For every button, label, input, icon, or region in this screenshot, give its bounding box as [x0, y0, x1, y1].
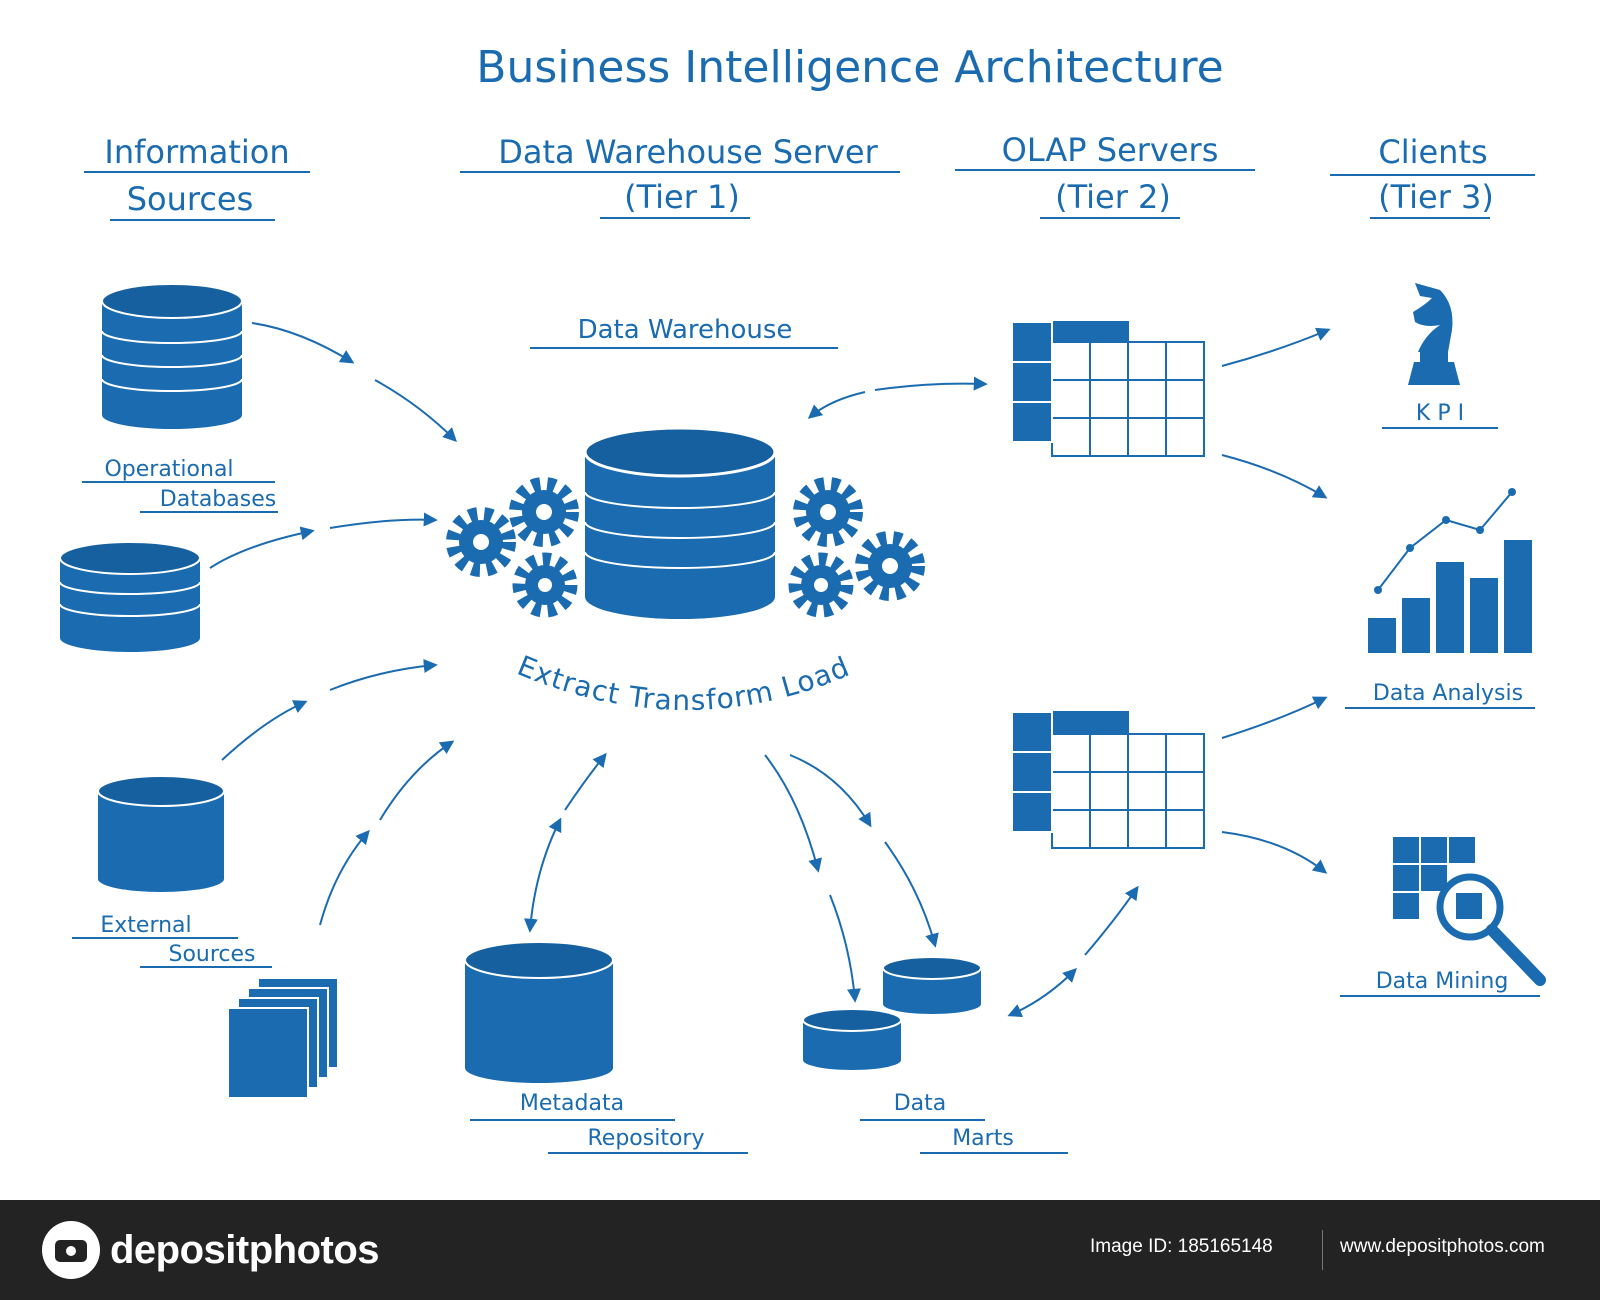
column-header-sources: Information Sources [104, 133, 289, 218]
gear-icon-3 [512, 552, 578, 618]
arrow-metadata-etl [523, 817, 562, 933]
arrow-metadata-etl-2 [564, 752, 607, 811]
sources-header-line1: Information [104, 133, 289, 171]
operational-label-line2: Databases [160, 487, 276, 512]
arrow-opdb2-to-etl-2 [329, 512, 438, 529]
bar-chart-icon [1368, 488, 1532, 653]
data-warehouse-label: Data Warehouse [578, 315, 793, 345]
marts-underlines [860, 1119, 1068, 1154]
data-analysis-label: Data Analysis [1373, 681, 1523, 706]
external-source-database-icon [97, 775, 225, 892]
flow-arrows [209, 322, 1331, 1018]
documents-icon [227, 977, 339, 1099]
marts-label-line1: Data [894, 1091, 947, 1116]
gear-icon-2 [509, 477, 579, 547]
metadata-repository-database-icon [464, 941, 614, 1083]
external-underlines [72, 937, 272, 968]
olap-cube-icon-1 [1011, 321, 1205, 457]
column-header-olap: OLAP Servers (Tier 2) [1002, 131, 1219, 216]
sources-header-line2: Sources [127, 180, 254, 218]
kpi-label: K P I [1416, 401, 1464, 426]
data-mart-database-icon-1 [882, 956, 982, 1014]
data-warehouse-database-icon [583, 426, 777, 619]
olap-header-line2: (Tier 2) [1055, 178, 1171, 216]
arrow-olap1-to-kpi [1221, 327, 1331, 367]
brand-name: depositphotos [110, 1227, 380, 1272]
arrow-opdb1-to-etl [251, 322, 355, 364]
arrow-olap1-to-analysis [1221, 454, 1328, 499]
site-url[interactable]: www.depositphotos.com [1340, 1236, 1545, 1257]
arrow-ext-to-etl-2 [329, 659, 438, 691]
camera-icon [42, 1221, 100, 1279]
arrow-docs-to-etl [319, 829, 370, 926]
olap-cube-icon-2 [1011, 711, 1205, 849]
arrow-olap2-to-mining [1221, 831, 1328, 874]
magnifier-icon [1391, 835, 1546, 986]
arrow-opdb2-to-etl [209, 526, 315, 569]
column-header-warehouse: Data Warehouse Server (Tier 1) [498, 133, 878, 216]
external-label-line2: Sources [168, 942, 255, 967]
column-header-clients: Clients (Tier 3) [1378, 133, 1494, 216]
diagram-title: Business Intelligence Architecture [476, 42, 1223, 93]
etl-label: Extract Transform Load [513, 649, 855, 717]
external-label-line1: External [100, 913, 191, 938]
etl-label-text: Extract Transform Load [513, 649, 854, 717]
operational-database-icon-2 [59, 541, 201, 652]
arrow-marts-olap2-b [1084, 885, 1139, 956]
arrow-olap2-to-analysis [1221, 696, 1328, 739]
warehouse-header-line1: Data Warehouse Server [498, 133, 878, 171]
arrow-etl-to-mart-1b [884, 841, 939, 948]
gear-icon-6 [788, 552, 854, 618]
metadata-label-line2: Repository [588, 1126, 705, 1151]
arrow-etl-to-mart-2b [829, 894, 861, 1003]
olap-header-line1: OLAP Servers [1002, 131, 1219, 169]
metadata-label-line1: Metadata [520, 1091, 624, 1116]
metadata-underlines [470, 1119, 748, 1154]
arrow-opdb1-to-etl-2 [374, 379, 457, 442]
clients-header-line2: (Tier 3) [1378, 178, 1494, 216]
image-id: Image ID: 185165148 [1090, 1236, 1273, 1257]
chess-knight-icon [1408, 283, 1460, 385]
arrow-dw-olap1 [807, 391, 866, 419]
warehouse-header-line2: (Tier 1) [624, 178, 740, 216]
arrow-etl-to-mart-1 [789, 754, 872, 828]
operational-label-line1: Operational [104, 457, 233, 482]
gear-icon-4 [793, 477, 863, 547]
arrow-ext-to-etl [221, 700, 308, 761]
arrow-marts-olap2 [1007, 968, 1077, 1018]
arrow-dw-olap1-b [874, 376, 988, 391]
gear-icon-1 [446, 507, 516, 577]
operational-underlines [82, 481, 278, 513]
clients-header-line1: Clients [1378, 133, 1487, 171]
arrow-etl-to-mart-2 [764, 754, 822, 873]
depositphotos-logo[interactable]: depositphotos [42, 1220, 380, 1280]
marts-label-line2: Marts [952, 1126, 1014, 1151]
stock-footer-bar: depositphotos Image ID: 185165148 www.de… [0, 1200, 1600, 1300]
data-mart-database-icon-2 [802, 1008, 902, 1070]
footer-divider [1322, 1230, 1323, 1270]
header-underlines [84, 169, 1535, 221]
data-mining-label: Data Mining [1376, 969, 1509, 994]
gear-icon-5 [855, 531, 925, 601]
arrow-docs-to-etl-2 [379, 740, 455, 821]
operational-database-icon-1 [101, 283, 243, 429]
